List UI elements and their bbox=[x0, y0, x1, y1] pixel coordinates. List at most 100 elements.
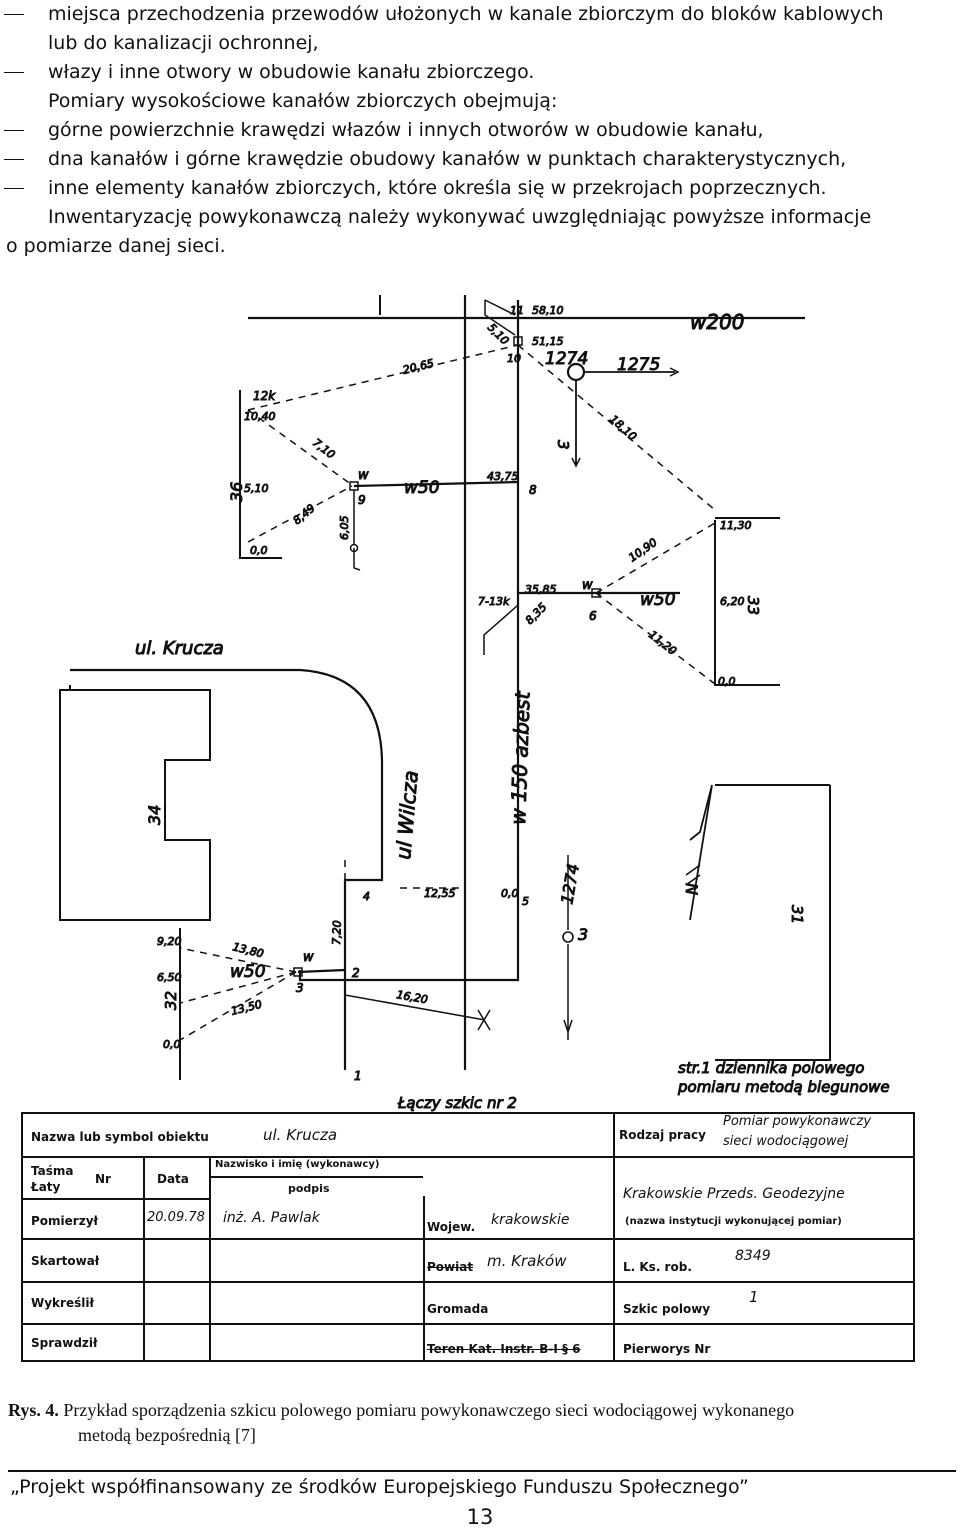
label: 4 bbox=[363, 890, 370, 903]
mapped-by-label: Skartował bbox=[31, 1254, 100, 1268]
label: 0,0 bbox=[250, 544, 268, 557]
label-street-wilcza: ul Wilcza bbox=[391, 769, 423, 860]
label: 12k bbox=[253, 389, 276, 403]
label: 10 bbox=[507, 352, 521, 365]
label: 3 bbox=[296, 981, 304, 995]
label-w150-azbest: w 150 azbest bbox=[506, 690, 535, 825]
pipe-w50-a bbox=[353, 480, 519, 488]
label: 1 bbox=[354, 1069, 362, 1083]
sketch-title-block: Nazwa lub symbol obiektu ul. Krucza Rodz… bbox=[21, 1112, 915, 1362]
object-value: ul. Krucza bbox=[263, 1126, 338, 1144]
work-type-label: Rodzaj pracy bbox=[619, 1128, 706, 1142]
line-text: miejsca przechodzenia przewodów ułożonyc… bbox=[48, 3, 884, 25]
label: 43,75 bbox=[487, 470, 519, 483]
footer-text: „Projekt współfinansowany ze środków Eur… bbox=[10, 1476, 749, 1498]
dash-bullet bbox=[4, 188, 24, 190]
label: 3 bbox=[554, 440, 572, 450]
label-north: N bbox=[682, 883, 701, 895]
drawn-by-label: Wykreślił bbox=[31, 1296, 94, 1310]
label: 16,20 bbox=[395, 988, 428, 1006]
label: 5,10 bbox=[485, 321, 512, 348]
label-1274: 1274 bbox=[545, 349, 588, 369]
work-type-value: sieci wodociągowej bbox=[723, 1134, 849, 1149]
label: 6 bbox=[589, 609, 597, 623]
line-text: włazy i inne otwory w obudowie kanału zb… bbox=[48, 61, 535, 83]
note-text: Łączy szkic nr 2 bbox=[397, 1094, 517, 1112]
note-text: str.1 dziennika polowego bbox=[678, 1059, 864, 1077]
label: 5,10 bbox=[244, 482, 269, 495]
label: 11 bbox=[510, 304, 524, 317]
label: 8,35 bbox=[523, 601, 550, 628]
label: 9,20 bbox=[157, 935, 182, 948]
label: 6,50 bbox=[157, 971, 182, 984]
caption-text: metodą bezpośrednią [7] bbox=[78, 1425, 256, 1445]
measurement-lines bbox=[179, 344, 716, 1041]
label: 20,65 bbox=[402, 357, 436, 377]
voivodeship-value: krakowskie bbox=[491, 1212, 570, 1228]
label-w50: w50 bbox=[640, 590, 676, 610]
label: 35,85 bbox=[525, 583, 557, 596]
label: 31 bbox=[788, 905, 806, 924]
field-sketch-value: 1 bbox=[749, 1288, 759, 1306]
label: 18,10 bbox=[607, 413, 639, 444]
workbook-value: 8349 bbox=[735, 1248, 771, 1264]
label: 5 bbox=[522, 895, 529, 908]
date-label: Data bbox=[157, 1172, 189, 1186]
label: 51,15 bbox=[532, 335, 564, 348]
label: 3 bbox=[578, 925, 588, 944]
line-text: lub do kanalizacji ochronnej, bbox=[48, 32, 319, 54]
label: 11,20 bbox=[646, 628, 679, 658]
line-text: inne elementy kanałów zbiorczych, które … bbox=[48, 177, 827, 199]
label: 12,55 bbox=[424, 887, 456, 900]
label: 7-13k bbox=[478, 595, 510, 608]
note-text: pomiaru metodą biegunowe bbox=[677, 1078, 890, 1096]
voivodeship-label: Wojew. bbox=[427, 1220, 476, 1234]
pipe-w150 bbox=[298, 300, 520, 982]
line-text: Pomiary wysokościowe kanałów zbiorczych … bbox=[48, 90, 558, 112]
label-w: w bbox=[582, 578, 593, 593]
dash-bullet bbox=[4, 159, 24, 161]
county-value: m. Kraków bbox=[487, 1252, 567, 1270]
label: 10,90 bbox=[626, 536, 659, 565]
label-w50: w50 bbox=[230, 962, 266, 982]
building-33 bbox=[714, 520, 780, 686]
cadastral-label: Teren Kat. Instr. B-I § 6 bbox=[427, 1342, 581, 1356]
line-text: o pomiarze danej sieci. bbox=[6, 235, 226, 257]
label: 0,0 bbox=[501, 887, 519, 900]
original-label: Pierworys Nr bbox=[623, 1342, 711, 1356]
label: 13,80 bbox=[231, 940, 265, 960]
label: 0,0 bbox=[163, 1038, 181, 1051]
dash-bullet bbox=[4, 72, 24, 74]
signature-label: podpis bbox=[288, 1182, 330, 1195]
caption-text: Przykład sporządzenia szkicu polowego po… bbox=[63, 1400, 795, 1420]
number-label: Nr bbox=[95, 1172, 111, 1186]
footer-divider bbox=[8, 1470, 956, 1472]
label: 36 bbox=[227, 482, 246, 502]
tape-label: Taśma bbox=[31, 1164, 74, 1178]
building-34 bbox=[59, 689, 211, 921]
label: 2 bbox=[352, 966, 360, 980]
label: 10,40 bbox=[244, 410, 276, 423]
building-36 bbox=[239, 390, 282, 559]
line-text: górne powierzchnie krawędzi włazów i inn… bbox=[48, 119, 764, 141]
commune-label: Gromada bbox=[427, 1302, 489, 1316]
street-edge bbox=[70, 668, 384, 1070]
label: 58,10 bbox=[532, 304, 564, 317]
label-w50: w50 bbox=[404, 478, 440, 498]
label: 0,0 bbox=[718, 675, 736, 688]
label: 7,20 bbox=[330, 920, 344, 945]
label: 6,20 bbox=[720, 595, 745, 608]
work-type-value: Pomiar powykonawczy bbox=[723, 1114, 872, 1129]
survey-date: 20.09.78 bbox=[147, 1210, 205, 1225]
figure-caption: Rys. 4. Przykład sporządzenia szkicu pol… bbox=[8, 1398, 948, 1448]
label-w: w bbox=[303, 950, 314, 965]
label-street-krucza: ul. Krucza bbox=[135, 638, 224, 659]
label-w: w bbox=[358, 468, 369, 483]
label-1274: 1274 bbox=[557, 862, 583, 905]
object-label: Nazwa lub symbol obiektu bbox=[31, 1130, 209, 1144]
field-sketch-label: Szkic polowy bbox=[623, 1302, 711, 1316]
surveyed-by-label: Pomierzył bbox=[31, 1214, 98, 1228]
name-header: Nazwisko i imię (wykonawcy) bbox=[215, 1159, 380, 1170]
label: 11,30 bbox=[720, 519, 752, 532]
